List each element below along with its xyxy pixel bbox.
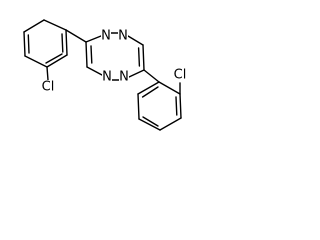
bond — [137, 93, 140, 120]
double-bond-inner — [45, 53, 63, 64]
tetrazine-ring — [85, 32, 145, 81]
atom-n-2: N — [118, 29, 128, 44]
double-bond-inner — [61, 33, 64, 53]
bond — [143, 69, 160, 83]
bond — [65, 29, 68, 56]
double-bond-inner — [27, 34, 30, 54]
molecule-diagram: N N N N Cl Cl — [23, 19, 189, 131]
bond — [43, 19, 67, 31]
bond — [128, 69, 145, 78]
bond — [86, 66, 103, 76]
bond — [46, 54, 68, 68]
atom-cl-left: Cl — [42, 80, 55, 95]
atom-n-1: N — [101, 29, 111, 44]
bond — [46, 66, 49, 81]
double-bond-inner — [137, 47, 141, 67]
bond — [179, 93, 182, 119]
double-bond-inner — [90, 45, 93, 64]
bond — [138, 118, 161, 131]
atom-n-3: N — [102, 70, 112, 85]
bond — [158, 81, 181, 95]
atom-cl-right: Cl — [174, 68, 187, 83]
double-bond-inner — [142, 116, 159, 127]
structure-canvas: N N N N Cl Cl — [0, 0, 225, 161]
bond — [23, 19, 45, 33]
bond — [85, 41, 88, 68]
atom-n-4: N — [119, 70, 129, 85]
double-bond-inner — [141, 86, 159, 98]
bond — [127, 35, 144, 46]
left-benzene-ring — [23, 19, 68, 68]
bond — [137, 81, 160, 95]
bond — [65, 29, 87, 43]
atom-labels: N N N N Cl Cl — [39, 29, 189, 95]
bond — [23, 31, 26, 57]
bond — [159, 117, 182, 131]
right-benzene-ring — [137, 81, 182, 131]
double-bond-inner — [175, 96, 178, 116]
bond — [142, 44, 145, 71]
bond — [24, 55, 48, 68]
bond — [85, 35, 102, 43]
